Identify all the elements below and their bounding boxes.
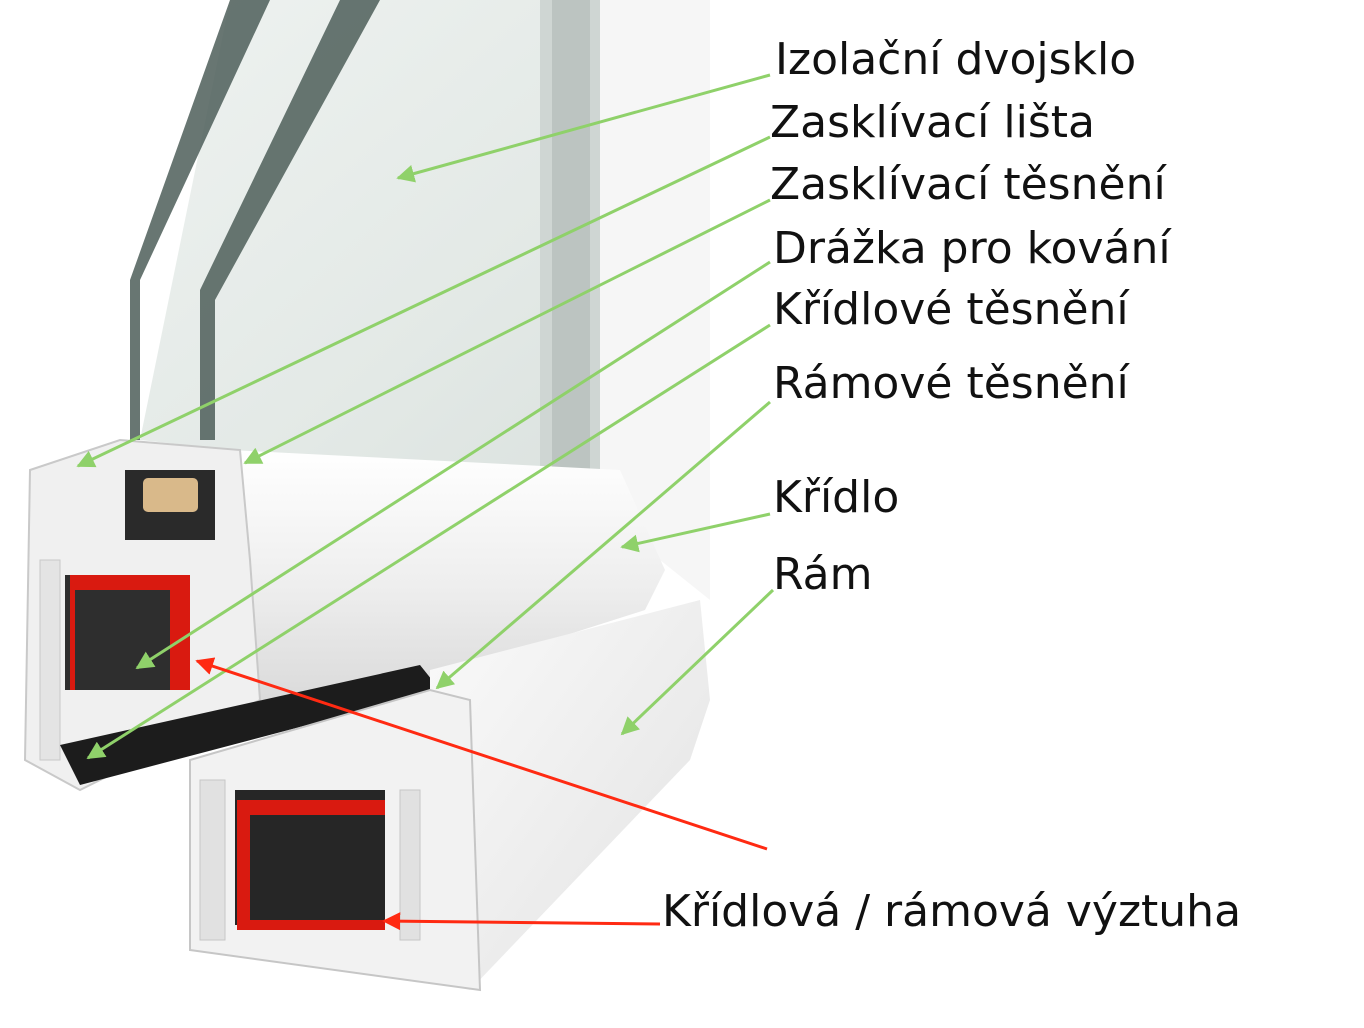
label-kridlove-tesneni: Křídlové těsnění — [773, 284, 1129, 335]
pointer-zasklivaci-tesneni — [243, 198, 771, 465]
pointer-lines-red — [195, 657, 768, 931]
pointer-kridlo — [620, 512, 771, 553]
pointer-vyztuha-kridlo — [195, 657, 768, 851]
label-kridlo: Křídlo — [773, 472, 900, 523]
pointer-kridlove-tesneni — [86, 323, 771, 760]
pointer-vyztuha-ram — [382, 912, 661, 931]
pointer-izolacni-dvojsklo — [396, 73, 771, 183]
sash-profile — [23, 438, 665, 792]
frame-profile — [189, 600, 710, 992]
label-drazka-pro-kovani: Drážka pro kování — [773, 223, 1171, 274]
label-ramove-tesneni: Rámové těsnění — [773, 358, 1129, 409]
pointer-ramove-tesneni — [435, 400, 771, 690]
label-vyztuha: Křídlová / rámová výztuha — [662, 886, 1242, 937]
label-zasklivaci-tesneni: Zasklívací těsnění — [770, 159, 1166, 210]
label-ram: Rám — [773, 549, 873, 600]
pointer-ram — [620, 588, 775, 736]
pointer-lines — [76, 73, 775, 760]
pointer-zasklivaci-lista — [76, 135, 771, 468]
label-zasklivaci-lista: Zasklívací lišta — [770, 97, 1095, 148]
pointer-drazka-pro-kovani — [135, 260, 771, 670]
sash-gasket-strip — [60, 665, 440, 785]
double-glazing — [130, 0, 710, 600]
label-izolacni-dvojsklo: Izolační dvojsklo — [775, 34, 1137, 85]
